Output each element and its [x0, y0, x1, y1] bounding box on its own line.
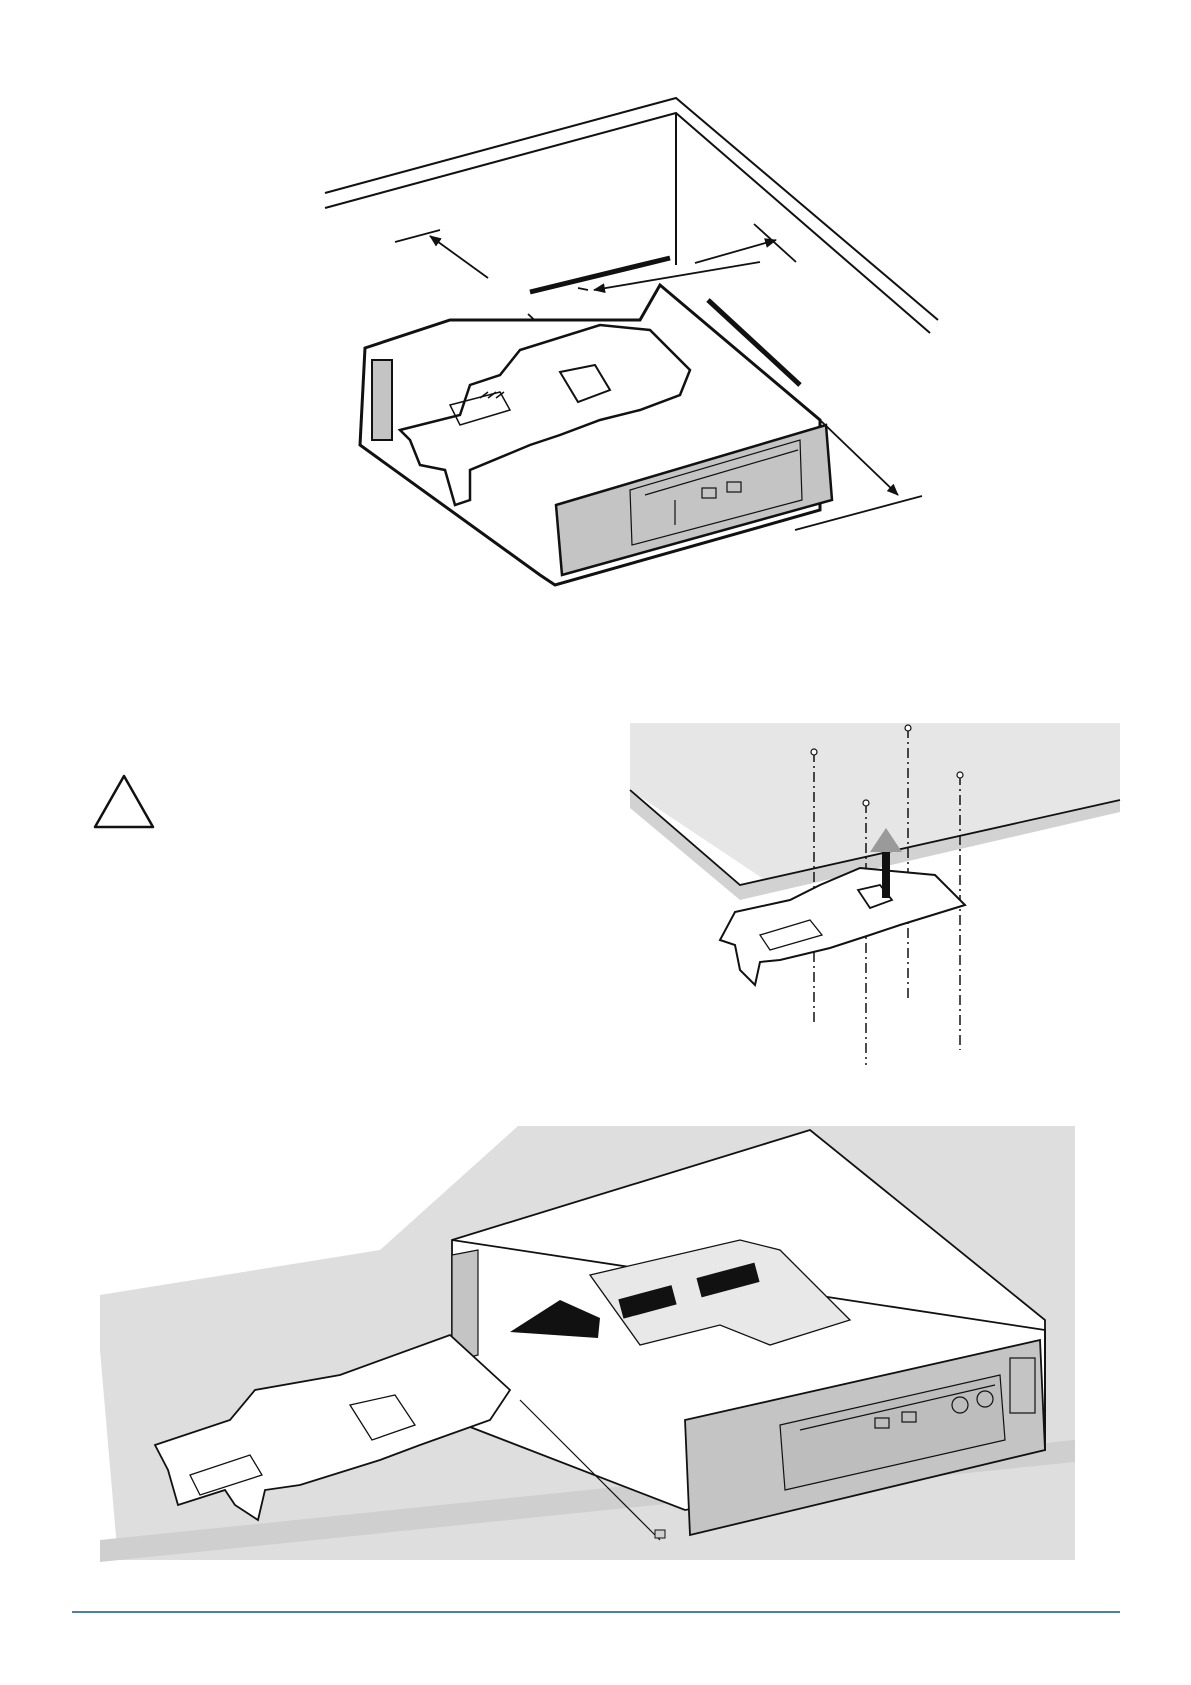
- figure-dimension-clearance: [325, 98, 938, 585]
- footer-rule: [72, 1611, 1120, 1613]
- cabinet-edge-left: [530, 258, 670, 292]
- figure-slide-in-unit: [100, 1126, 1075, 1562]
- ceiling-outline: [325, 98, 938, 333]
- figure-bracket-mounting: [95, 723, 1120, 1065]
- warning-triangle-icon: [95, 776, 153, 827]
